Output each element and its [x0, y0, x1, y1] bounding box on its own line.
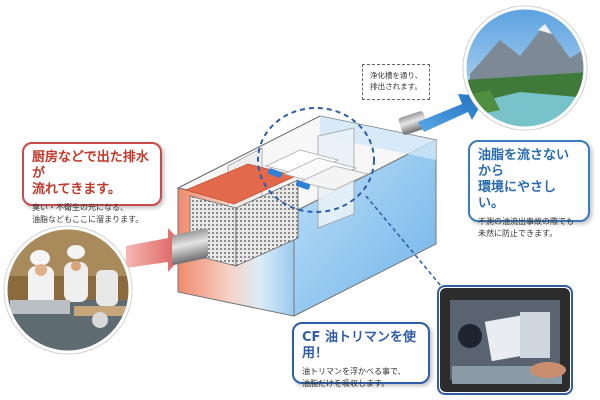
cf-photo	[365, 195, 573, 395]
tank	[176, 107, 438, 317]
environment-callout: 油脂を流さないから 環境にやさしい。 不測の油流出事故の際でも 未然に防止できま…	[468, 140, 590, 238]
purify-note: 浄化槽を通り、 排出されます。	[362, 64, 430, 100]
kitchen-callout: 厨房などで出た排水が 流れてきます。 臭い・不衛生の元になる、 油脂などもここに…	[22, 142, 162, 224]
oil-trimman-mat-3	[298, 165, 370, 191]
environment-title-line2: 環境にやさしい。	[478, 180, 557, 211]
cf-callout: CF 油トリマンを使用！ 油トリマンを浮かべる事で、 油脂だけを吸収します。	[292, 322, 430, 388]
outlet	[398, 94, 486, 135]
kitchen-desc-line2: 油脂などもここに溜まります。	[32, 215, 144, 224]
cf-title: CF 油トリマンを使用！	[302, 330, 416, 361]
river-photo	[462, 5, 588, 131]
outlet-pipe	[398, 111, 428, 135]
kitchen-desc-line1: 臭い・不衛生の元になる、	[32, 203, 128, 212]
environment-title-line1: 油脂を流さないから	[478, 148, 570, 179]
cf-desc-line2: 油脂だけを吸収します。	[302, 379, 390, 388]
mesh-basket-side	[235, 179, 299, 267]
mat-blue-tag-1	[267, 168, 283, 178]
highlight-circle	[257, 107, 375, 213]
inlet	[126, 228, 208, 272]
tank-right-face	[293, 139, 437, 317]
environment-desc-line2: 未然に防止できます。	[478, 229, 558, 238]
tank-inner-back	[320, 116, 436, 160]
environment-desc-line1: 不測の油流出事故の際でも	[478, 217, 574, 226]
outflow-arrow	[418, 94, 486, 132]
purify-line1: 浄化槽を通り、	[369, 71, 423, 80]
kitchen-title-line1: 厨房などで出た排水が	[32, 150, 149, 181]
kitchen-photo	[3, 225, 133, 355]
inlet-pipe	[172, 228, 208, 265]
cf-desc-line1: 油トリマンを浮かべる事で、	[302, 367, 406, 376]
purify-line2: 排出されます。	[370, 82, 422, 91]
kitchen-title-line2: 流れてきます。	[32, 182, 121, 197]
mat-blue-tag-2	[295, 180, 311, 190]
